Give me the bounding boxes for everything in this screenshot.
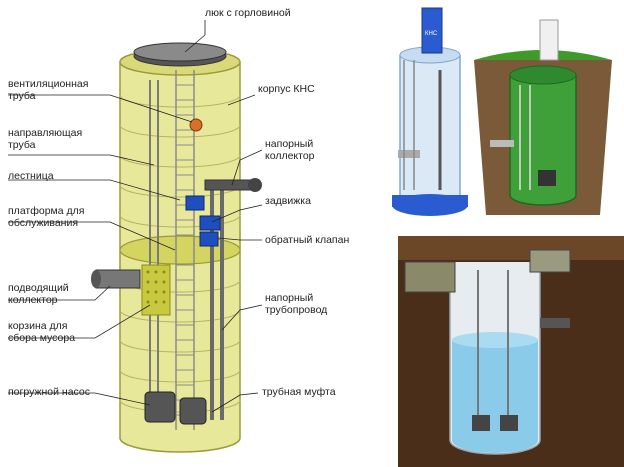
blue-station-illustration: КНС (384, 7, 472, 220)
label-guide-pipe: направляющая труба (8, 127, 83, 151)
label-pressure-pipeline: напорный трубопровод (265, 292, 328, 316)
main-tank (91, 42, 262, 453)
label-inlet-collector: подводящий коллектор (8, 282, 69, 306)
tank-sign-text: КНС (425, 31, 438, 37)
underground-station-illustration (398, 236, 624, 467)
label-pressure-collector: напорный коллектор (265, 138, 315, 162)
label-manhole: люк с горловиной (205, 7, 291, 19)
label-pipe-coupling: трубная муфта (262, 386, 336, 398)
label-platform: платформа для обслуживания (8, 205, 85, 229)
label-pump: погружной насос (8, 386, 90, 398)
label-vent-pipe: вентиляционная труба (8, 78, 89, 102)
label-gate-valve: задвижка (265, 195, 311, 207)
green-station-illustration (474, 19, 612, 215)
label-kns-body: корпус КНС (258, 83, 315, 95)
label-check-valve: обратный клапан (265, 234, 350, 246)
ladder-graphic (175, 70, 195, 430)
label-trash-basket: корзина для сбора мусора (8, 320, 76, 344)
leader-lines (8, 20, 263, 413)
label-ladder: лестница (8, 170, 54, 182)
